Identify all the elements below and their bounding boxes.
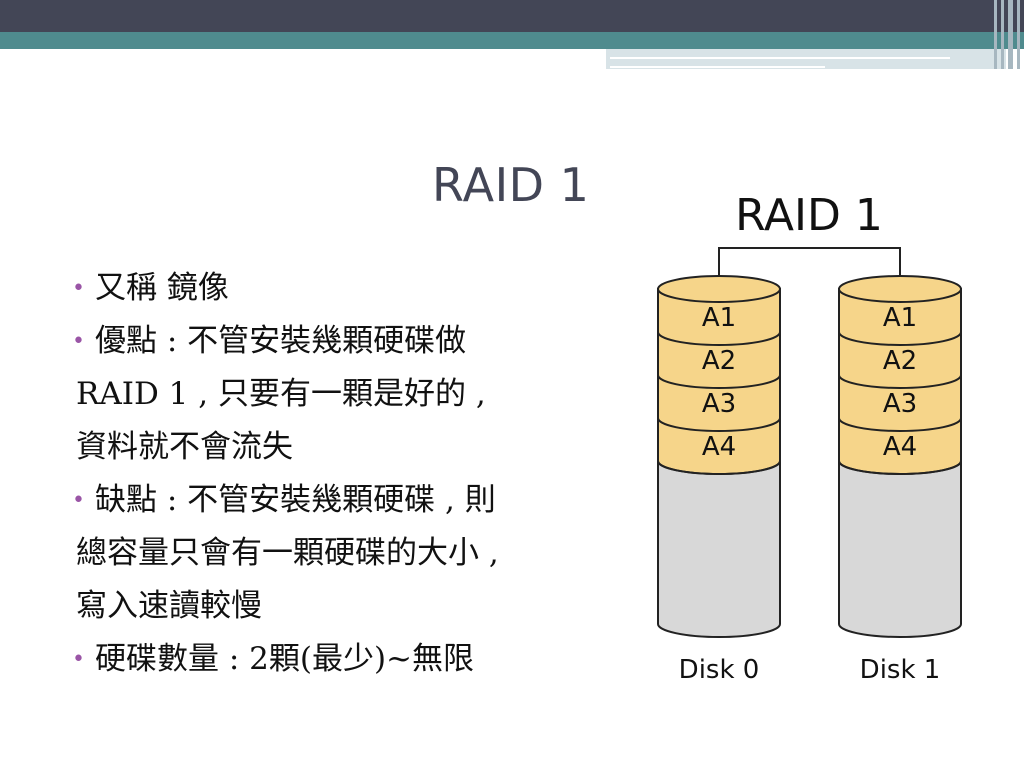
header-bar (0, 0, 1024, 32)
bullet-item: • 又稱 鏡像 (72, 262, 617, 315)
disk-empty-space (657, 460, 781, 638)
block-label: A2 (883, 346, 917, 376)
block-separator (838, 331, 962, 346)
header-rule (610, 57, 950, 59)
disk-0-label: Disk 0 (679, 655, 760, 685)
bullet-dot-icon: • (72, 276, 85, 301)
bullet-line: • 缺點 : 不管安裝幾顆硬碟 , 則 (72, 474, 617, 527)
disk-top-cap (657, 275, 781, 303)
disk-top-cap (838, 275, 962, 303)
bullet-dot-icon: • (72, 647, 85, 672)
block-label: A1 (702, 303, 736, 333)
bullet-line: • 又稱 鏡像 (72, 262, 617, 315)
slide-title: RAID 1 (432, 158, 590, 212)
block-separator (657, 374, 781, 389)
block-separator (657, 417, 781, 432)
header-rule-short (610, 66, 825, 68)
block-label: A4 (702, 432, 736, 462)
bullet-dot-icon: • (72, 488, 85, 513)
diagram-title: RAID 1 (735, 190, 883, 241)
bullet-line: 總容量只會有一顆硬碟的大小 , (76, 535, 499, 571)
bullet-text: 又稱 鏡像 (94, 270, 229, 306)
bullet-line: RAID 1 , 只要有一顆是好的 , (76, 376, 486, 412)
bullet-line: 資料就不會流失 (76, 429, 293, 465)
bullet-list: • 又稱 鏡像 • 優點 : 不管安裝幾顆硬碟做 RAID 1 , 只要有一顆是好的… (72, 262, 617, 686)
block-separator (838, 460, 962, 475)
disk-1-label: Disk 1 (860, 655, 941, 685)
block-separator (657, 331, 781, 346)
block-label: A3 (702, 389, 736, 419)
block-separator (838, 417, 962, 432)
header-light-bar (606, 49, 1006, 69)
bullet-dot-icon: • (72, 329, 85, 354)
bullet-text: 優點 : 不管安裝幾顆硬碟做 (94, 323, 467, 359)
bullet-line: • 優點 : 不管安裝幾顆硬碟做 (72, 315, 617, 368)
bullet-item: • 缺點 : 不管安裝幾顆硬碟 , 則 總容量只會有一顆硬碟的大小 , 寫入速讀較… (72, 474, 617, 633)
bullet-line: 寫入速讀較慢 (76, 588, 262, 624)
mirror-connector (718, 247, 901, 289)
bullet-text: 缺點 : 不管安裝幾顆硬碟 , 則 (94, 482, 496, 518)
block-label: A2 (702, 346, 736, 376)
bullet-item: • 優點 : 不管安裝幾顆硬碟做 RAID 1 , 只要有一顆是好的 , 資料就不… (72, 315, 617, 474)
block-label: A1 (883, 303, 917, 333)
bullet-text: 硬碟數量 : 2顆(最少)~無限 (94, 641, 475, 677)
bullet-item: • 硬碟數量 : 2顆(最少)~無限 (72, 633, 617, 686)
header-accent-bar (0, 32, 1024, 49)
block-label: A3 (883, 389, 917, 419)
bullet-line: • 硬碟數量 : 2顆(最少)~無限 (72, 633, 617, 686)
header-stripes (990, 0, 1024, 69)
block-separator (657, 460, 781, 475)
block-label: A4 (883, 432, 917, 462)
disk-empty-space (838, 460, 962, 638)
block-separator (838, 374, 962, 389)
